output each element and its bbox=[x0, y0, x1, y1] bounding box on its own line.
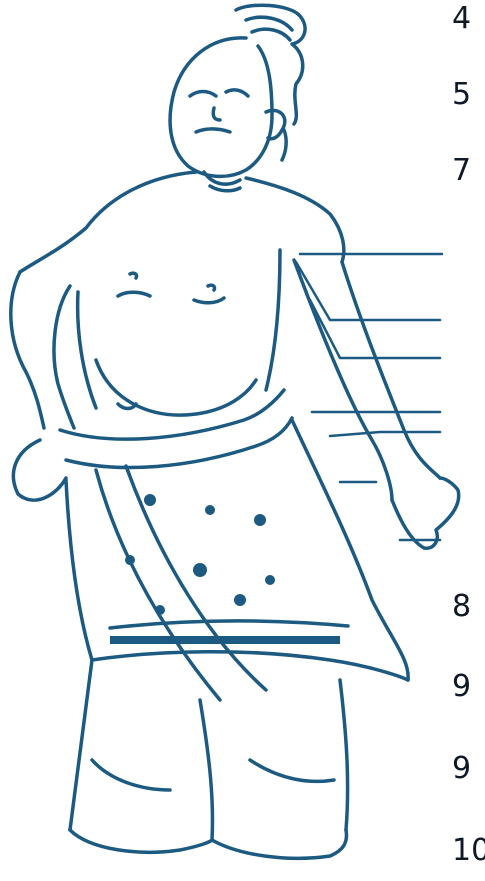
mouth bbox=[196, 129, 230, 132]
left-arm bbox=[11, 272, 44, 428]
nose bbox=[213, 108, 220, 120]
trouser-center bbox=[200, 700, 213, 840]
ear-pendant bbox=[282, 130, 286, 160]
left-leg bbox=[70, 660, 92, 830]
left-eye bbox=[190, 92, 216, 97]
right-nipple bbox=[194, 285, 224, 303]
right-arm-inner bbox=[294, 260, 392, 500]
torso-right-side bbox=[266, 250, 280, 390]
navel bbox=[118, 404, 136, 409]
head-outline bbox=[170, 38, 272, 177]
trouser-fold-2 bbox=[250, 760, 334, 781]
right-arm-outer bbox=[342, 262, 440, 478]
leader-lines bbox=[296, 254, 442, 540]
left-foot bbox=[70, 830, 212, 852]
page-number-1: 4 bbox=[452, 4, 471, 34]
right-foot bbox=[212, 830, 346, 858]
right-shoulder bbox=[246, 178, 344, 262]
hair-tie bbox=[246, 17, 292, 40]
page-number-3: 7 bbox=[452, 156, 471, 186]
sash-bottom bbox=[66, 418, 292, 468]
left-shoulder bbox=[20, 172, 196, 272]
page-number-2: 5 bbox=[452, 80, 471, 110]
sash-tail-1 bbox=[96, 470, 220, 700]
torso-left-side bbox=[78, 292, 96, 408]
trouser-fold-1 bbox=[92, 760, 170, 790]
right-eye bbox=[226, 90, 248, 96]
right-hand bbox=[392, 478, 459, 548]
left-arm-inner bbox=[54, 286, 74, 428]
apron-left bbox=[66, 480, 92, 660]
left-nipple bbox=[118, 273, 150, 296]
right-leg bbox=[340, 680, 348, 830]
apron-border-top bbox=[110, 621, 348, 628]
sash-knot bbox=[13, 440, 66, 500]
page-number-4: 8 bbox=[452, 592, 471, 622]
page-number-6: 9 bbox=[452, 754, 471, 784]
page-number-7: 10 bbox=[452, 836, 485, 866]
page-number-5: 9 bbox=[452, 672, 471, 702]
